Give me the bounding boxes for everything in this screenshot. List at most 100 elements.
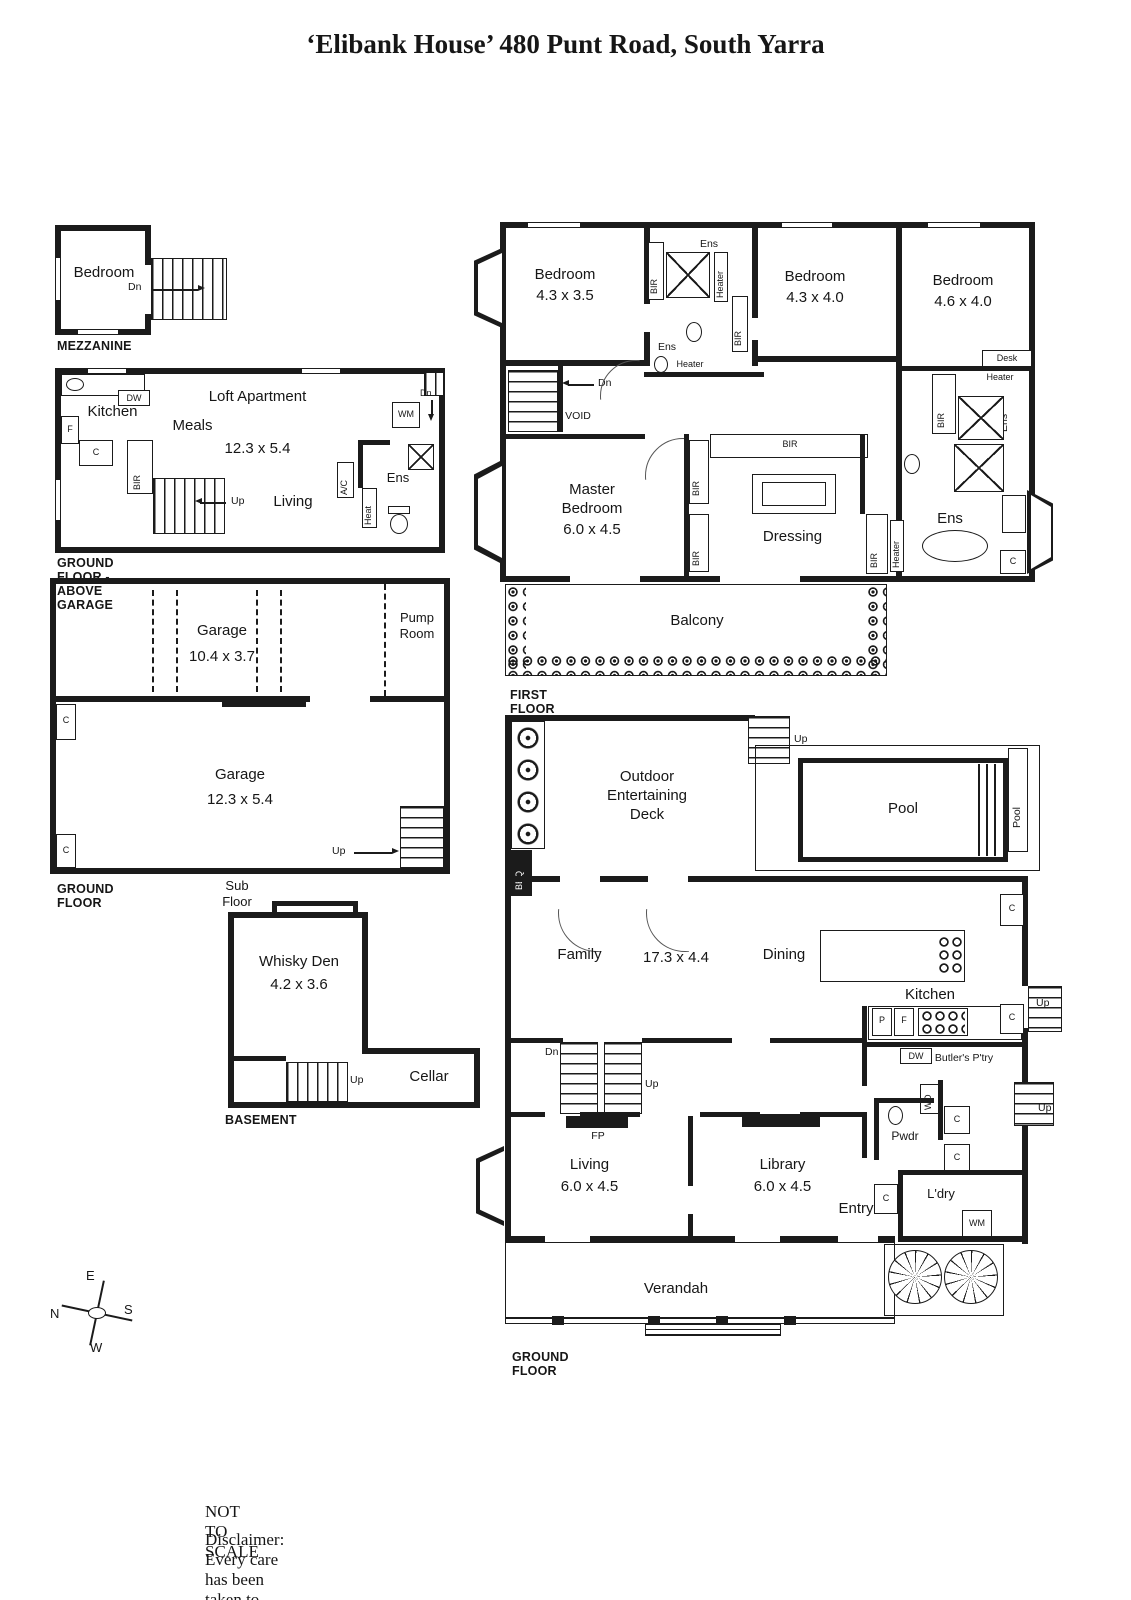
fireplace-box	[742, 1114, 820, 1127]
wall	[688, 1214, 693, 1240]
cupboard-box	[1000, 894, 1024, 926]
label-c: C	[62, 845, 70, 855]
wall	[500, 576, 570, 582]
bay-window-inner	[478, 466, 502, 558]
label-f: F	[901, 1015, 907, 1025]
wall	[800, 1112, 862, 1117]
label-fp: FP	[591, 1130, 605, 1142]
label-c: C	[62, 715, 70, 725]
arrow-line	[354, 852, 392, 854]
wall	[644, 372, 764, 377]
wall	[55, 547, 445, 553]
caption-basement: BASEMENT	[225, 1113, 297, 1127]
room-label-family: Family	[557, 946, 602, 963]
stairs-exterior	[1028, 986, 1062, 1032]
fridge-box	[61, 416, 79, 444]
room-label-sub-floor: Sub Floor	[222, 878, 252, 910]
bath-icon	[922, 530, 988, 562]
label-desk: Desk	[996, 353, 1018, 363]
arrow-icon	[562, 380, 569, 386]
size-label-garage1: 10.4 x 3.7	[189, 648, 255, 665]
window	[78, 329, 118, 335]
wall	[505, 1112, 545, 1117]
cupboard-box	[1000, 1004, 1024, 1034]
shower-icon	[408, 444, 434, 470]
wall	[50, 578, 450, 584]
pool-step-line	[986, 764, 988, 856]
wall	[145, 314, 151, 335]
wall	[644, 332, 650, 366]
compass-n: N	[50, 1306, 60, 1321]
room-label-bedroom1: Bedroom	[534, 266, 596, 283]
stair-label-up: Up	[645, 1078, 659, 1090]
room-label-ens-master: Ens	[937, 510, 963, 527]
room-label-ldry: L'dry	[927, 1186, 955, 1201]
wall	[640, 576, 720, 582]
window	[928, 222, 980, 228]
label-bir: BIR	[132, 474, 142, 490]
wall	[862, 1042, 1022, 1047]
label-bir: BIR	[936, 412, 946, 428]
pool-surround	[755, 745, 1040, 871]
pool	[798, 758, 1008, 862]
size-label-living: 6.0 x 4.5	[560, 1178, 619, 1195]
wall	[902, 366, 1035, 371]
room-label-bedroom: Bedroom	[73, 264, 135, 281]
wall	[145, 225, 151, 265]
bir-box	[689, 514, 709, 572]
label-bir: BIR	[691, 550, 701, 566]
disclaimer-note: Disclaimer: Every care has been taken to…	[205, 1530, 285, 1600]
wall	[500, 434, 645, 439]
room-label-dining: Dining	[762, 946, 806, 963]
label-bir: BIR	[733, 330, 743, 346]
vanity-box	[1002, 495, 1026, 533]
bay-window-inner	[1031, 495, 1051, 569]
label-heater: Heater	[715, 270, 725, 298]
wall	[1022, 1126, 1028, 1244]
cupboard-box	[56, 834, 76, 868]
label-void: VOID	[565, 410, 591, 422]
bir-box	[648, 242, 664, 300]
wall	[752, 228, 758, 318]
label-c: C	[92, 447, 100, 457]
bir-box	[689, 440, 709, 504]
bbq-box	[510, 850, 532, 896]
arrow-icon	[195, 498, 202, 504]
door-gap	[838, 1236, 878, 1242]
toilet-icon	[390, 514, 408, 534]
wall	[505, 715, 511, 883]
wall	[272, 901, 277, 914]
stair-label-dn: Dn	[420, 388, 432, 398]
heater-box	[714, 252, 728, 302]
wall	[505, 876, 1028, 882]
label-ens: Ens	[699, 238, 719, 250]
arrow-line	[152, 289, 198, 291]
not-to-scale-note: NOT TO SCALE	[205, 1502, 259, 1561]
room-label-pump-room: Pump Room	[399, 610, 435, 642]
wall	[874, 1098, 934, 1103]
label-p: P	[878, 1015, 885, 1025]
desk-box	[982, 350, 1032, 367]
wall	[890, 576, 1035, 582]
wall	[938, 1080, 943, 1140]
compass-e: E	[86, 1268, 95, 1283]
balcony-railing	[506, 585, 526, 675]
wall	[500, 360, 650, 366]
room-label-pwdr: Pwdr	[891, 1129, 919, 1143]
label-bir: BIR	[691, 480, 701, 496]
wall	[862, 1112, 867, 1158]
label-c: C	[953, 1152, 961, 1162]
door-arc	[646, 909, 689, 952]
wall	[874, 1098, 879, 1160]
label-wm: WM	[398, 409, 414, 419]
door-arc	[558, 909, 601, 952]
window	[55, 258, 61, 300]
compass-w: W	[90, 1340, 103, 1355]
wall	[362, 1048, 480, 1054]
arrow-icon	[392, 848, 399, 854]
wall	[474, 1048, 480, 1108]
stair-label-up: Up	[350, 1074, 364, 1086]
room-label-pool: Pool	[887, 800, 919, 817]
room-label-verandah: Verandah	[643, 1280, 709, 1297]
window	[528, 222, 580, 228]
